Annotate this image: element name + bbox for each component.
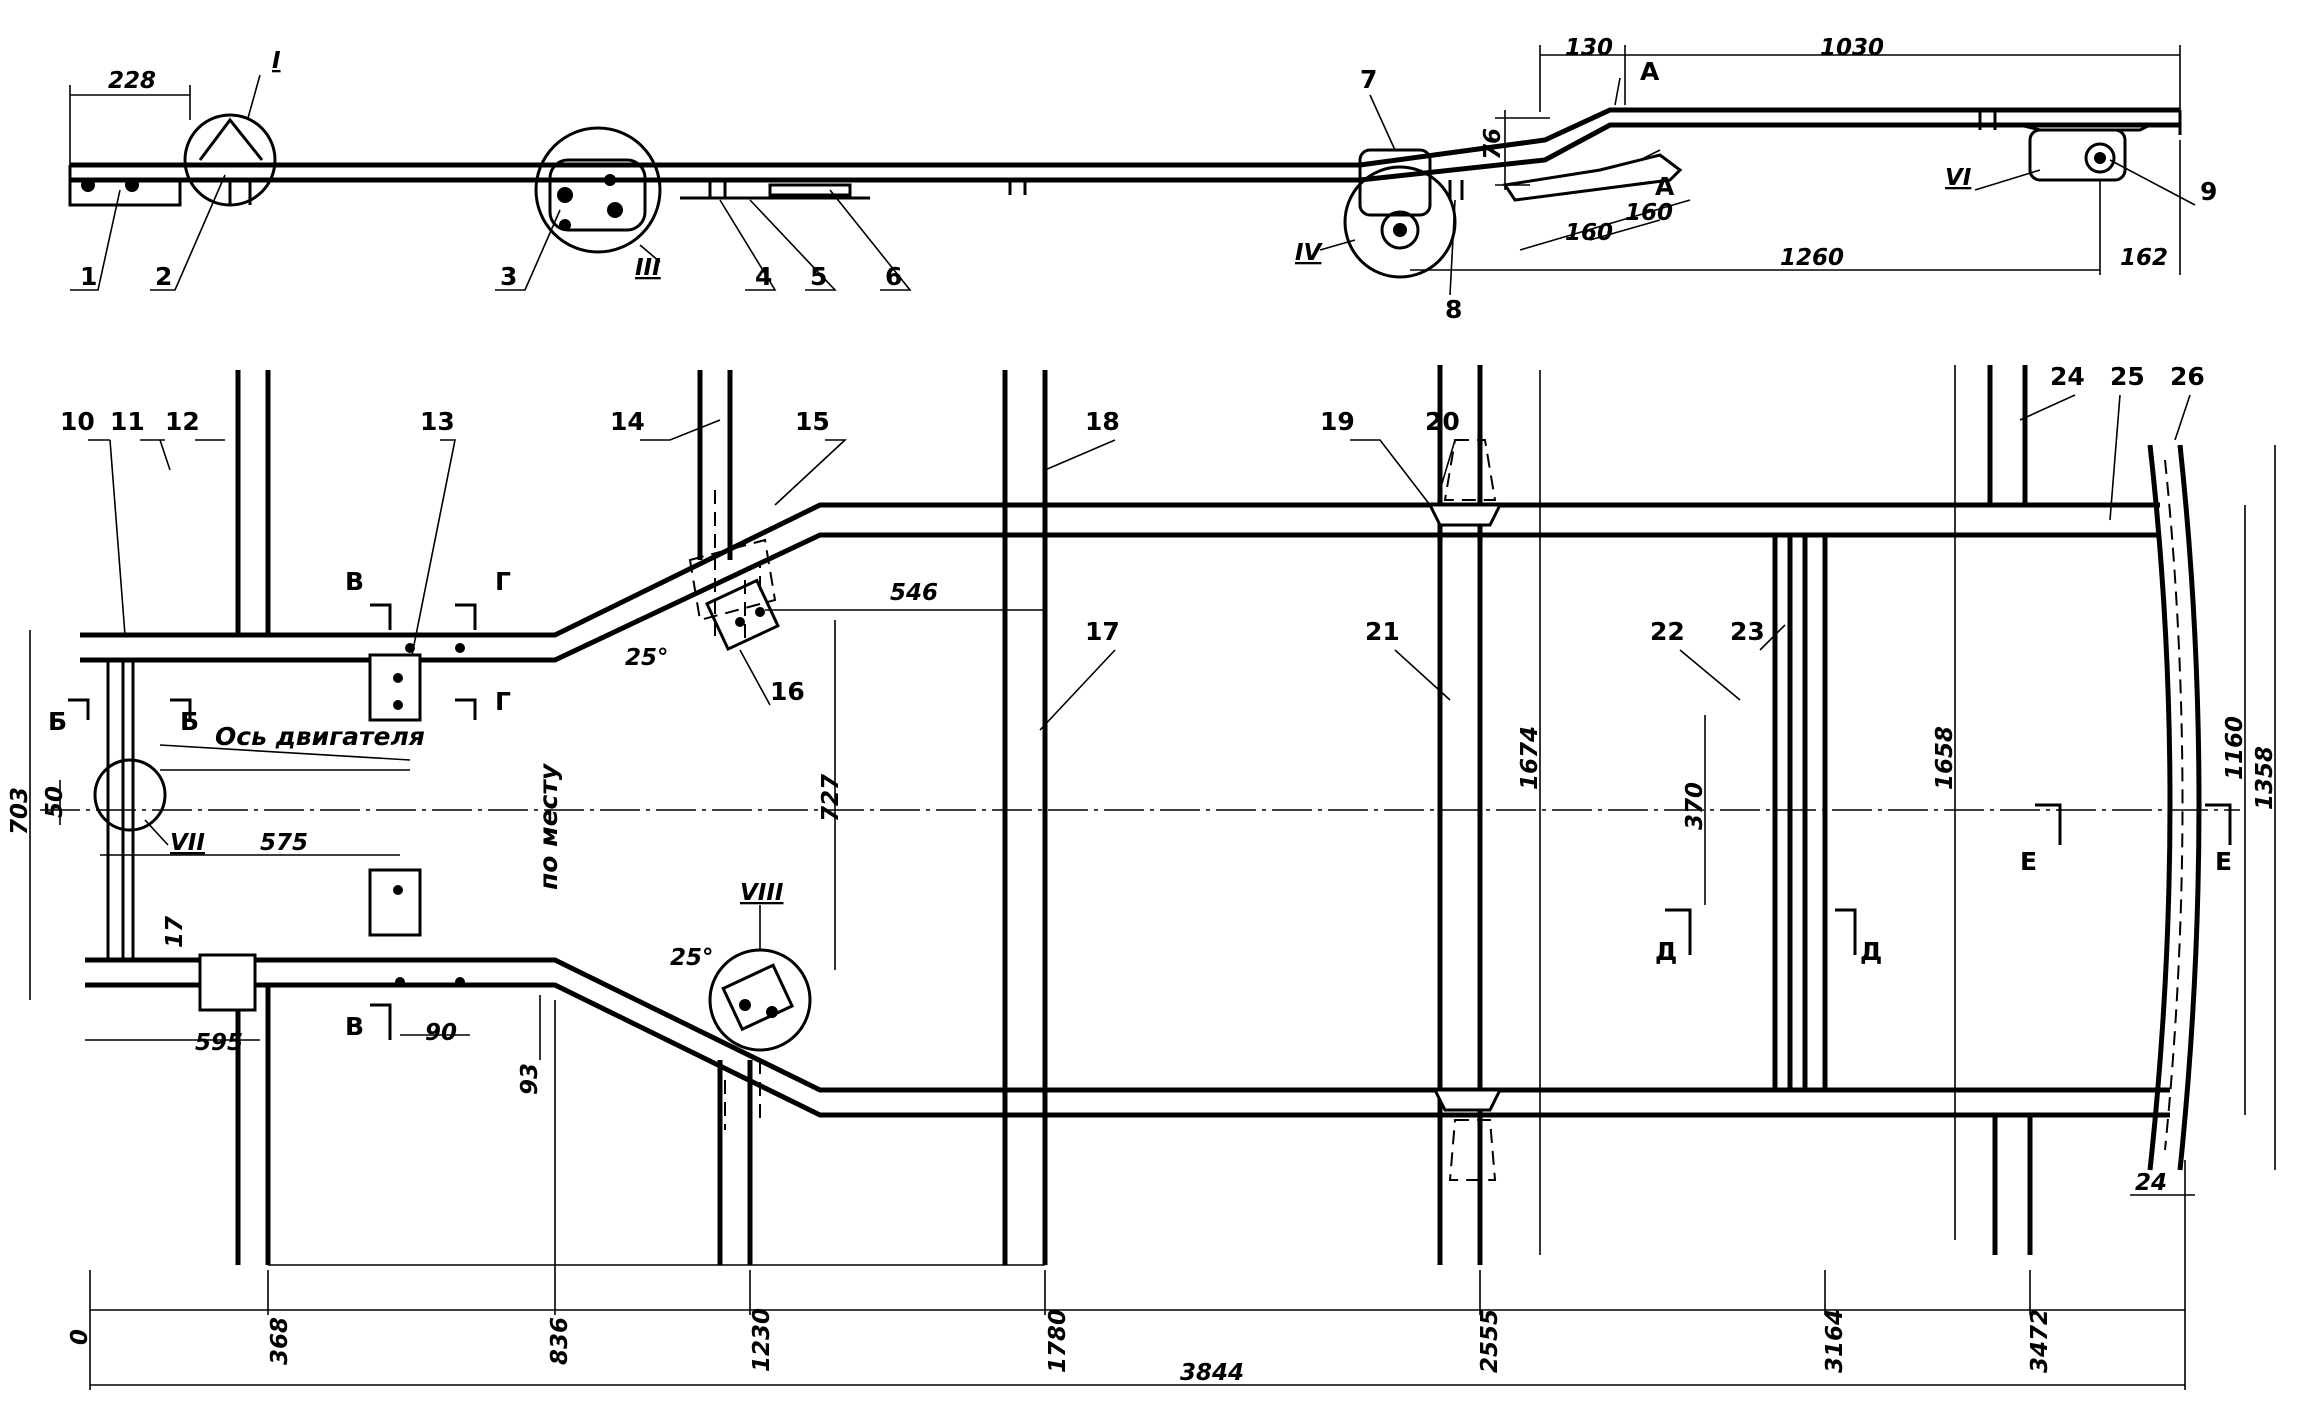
part-label-7: 7	[1360, 65, 1377, 94]
baseline-overall-3844: 3844	[1180, 1360, 1244, 1386]
dim-703: 703	[7, 787, 33, 835]
dim-575: 575	[260, 830, 308, 856]
baseline-1780: 1780	[1045, 1309, 1071, 1373]
dim-angle-bottom: 25°	[670, 945, 714, 971]
baseline-1230: 1230	[749, 1308, 775, 1372]
part-label-18: 18	[1085, 407, 1120, 436]
part-label-4: 4	[755, 262, 772, 291]
part-label-10: 10	[60, 407, 95, 436]
baseline-368: 368	[267, 1317, 293, 1365]
dim-angle-top: 25°	[625, 645, 669, 671]
dim-50: 50	[42, 786, 68, 818]
part-label-25: 25	[2110, 362, 2145, 391]
dim-17: 17	[162, 916, 188, 948]
dim-1658: 1658	[1932, 726, 1958, 790]
part-label-16: 16	[770, 677, 805, 706]
baseline-2555: 2555	[1477, 1309, 1503, 1373]
section-v-bottom: В	[345, 1012, 364, 1041]
dim-546: 546	[890, 580, 938, 606]
dim-1260: 1260	[1780, 245, 1844, 271]
part-label-14: 14	[610, 407, 645, 436]
dim-160-b: 160	[1625, 200, 1673, 226]
section-g-bottom: Г	[495, 687, 511, 716]
part-label-19: 19	[1320, 407, 1355, 436]
part-label-23: 23	[1730, 617, 1765, 646]
section-a-top: А	[1640, 57, 1660, 86]
dim-228: 228	[108, 68, 156, 94]
part-label-22: 22	[1650, 617, 1685, 646]
plan-view	[29, 365, 2276, 1390]
note-in-place: по месту	[534, 762, 563, 890]
dim-130: 130	[1565, 35, 1613, 61]
view-label-iv: IV	[1295, 240, 1324, 266]
dim-595: 595	[195, 1030, 243, 1056]
section-b-right: Б	[180, 707, 199, 736]
dim-162: 162	[2120, 245, 2168, 271]
note-engine-axis: Ось двигателя	[215, 722, 425, 751]
dim-370: 370	[1682, 782, 1708, 830]
part-label-6: 6	[885, 262, 902, 291]
dim-727: 727	[818, 774, 844, 822]
part-label-20: 20	[1425, 407, 1460, 436]
part-label-26: 26	[2170, 362, 2205, 391]
part-label-12: 12	[165, 407, 200, 436]
side-view	[68, 45, 2182, 279]
part-label-9: 9	[2200, 177, 2217, 206]
dim-1030: 1030	[1820, 35, 1884, 61]
section-e-left: Е	[2020, 847, 2037, 876]
part-label-15: 15	[795, 407, 830, 436]
part-label-8: 8	[1445, 295, 1462, 324]
section-v-top: В	[345, 567, 364, 596]
baseline-3472: 3472	[2027, 1309, 2053, 1373]
part-label-21: 21	[1365, 617, 1400, 646]
dim-93: 93	[517, 1063, 543, 1095]
section-e-right: Е	[2215, 847, 2232, 876]
dim-160-a: 160	[1565, 220, 1613, 246]
section-d-left: Д	[1655, 937, 1677, 966]
dim-1358: 1358	[2252, 746, 2278, 810]
section-d-right: Д	[1860, 937, 1882, 966]
view-label-vii: VII	[170, 830, 205, 856]
part-label-1: 1	[80, 262, 97, 291]
part-label-2: 2	[155, 262, 172, 291]
baseline-0: 0	[67, 1329, 93, 1345]
dim-24: 24	[2135, 1170, 2167, 1196]
baseline-3164: 3164	[1822, 1309, 1848, 1373]
dim-76: 76	[1480, 128, 1506, 160]
view-label-i: I	[272, 48, 281, 74]
view-label-viii: VIII	[740, 880, 784, 906]
dim-1674: 1674	[1517, 726, 1543, 790]
part-label-11: 11	[110, 407, 145, 436]
baseline-836: 836	[547, 1317, 573, 1365]
view-label-vi: VI	[1945, 165, 1972, 191]
dim-90: 90	[425, 1020, 457, 1046]
part-label-17: 17	[1085, 617, 1120, 646]
section-g-top: Г	[495, 567, 511, 596]
section-b-left: Б	[48, 707, 67, 736]
section-a-bottom: А	[1655, 172, 1675, 201]
part-label-24: 24	[2050, 362, 2085, 391]
part-label-13: 13	[420, 407, 455, 436]
part-label-3: 3	[500, 262, 517, 291]
dim-1160: 1160	[2222, 716, 2248, 780]
